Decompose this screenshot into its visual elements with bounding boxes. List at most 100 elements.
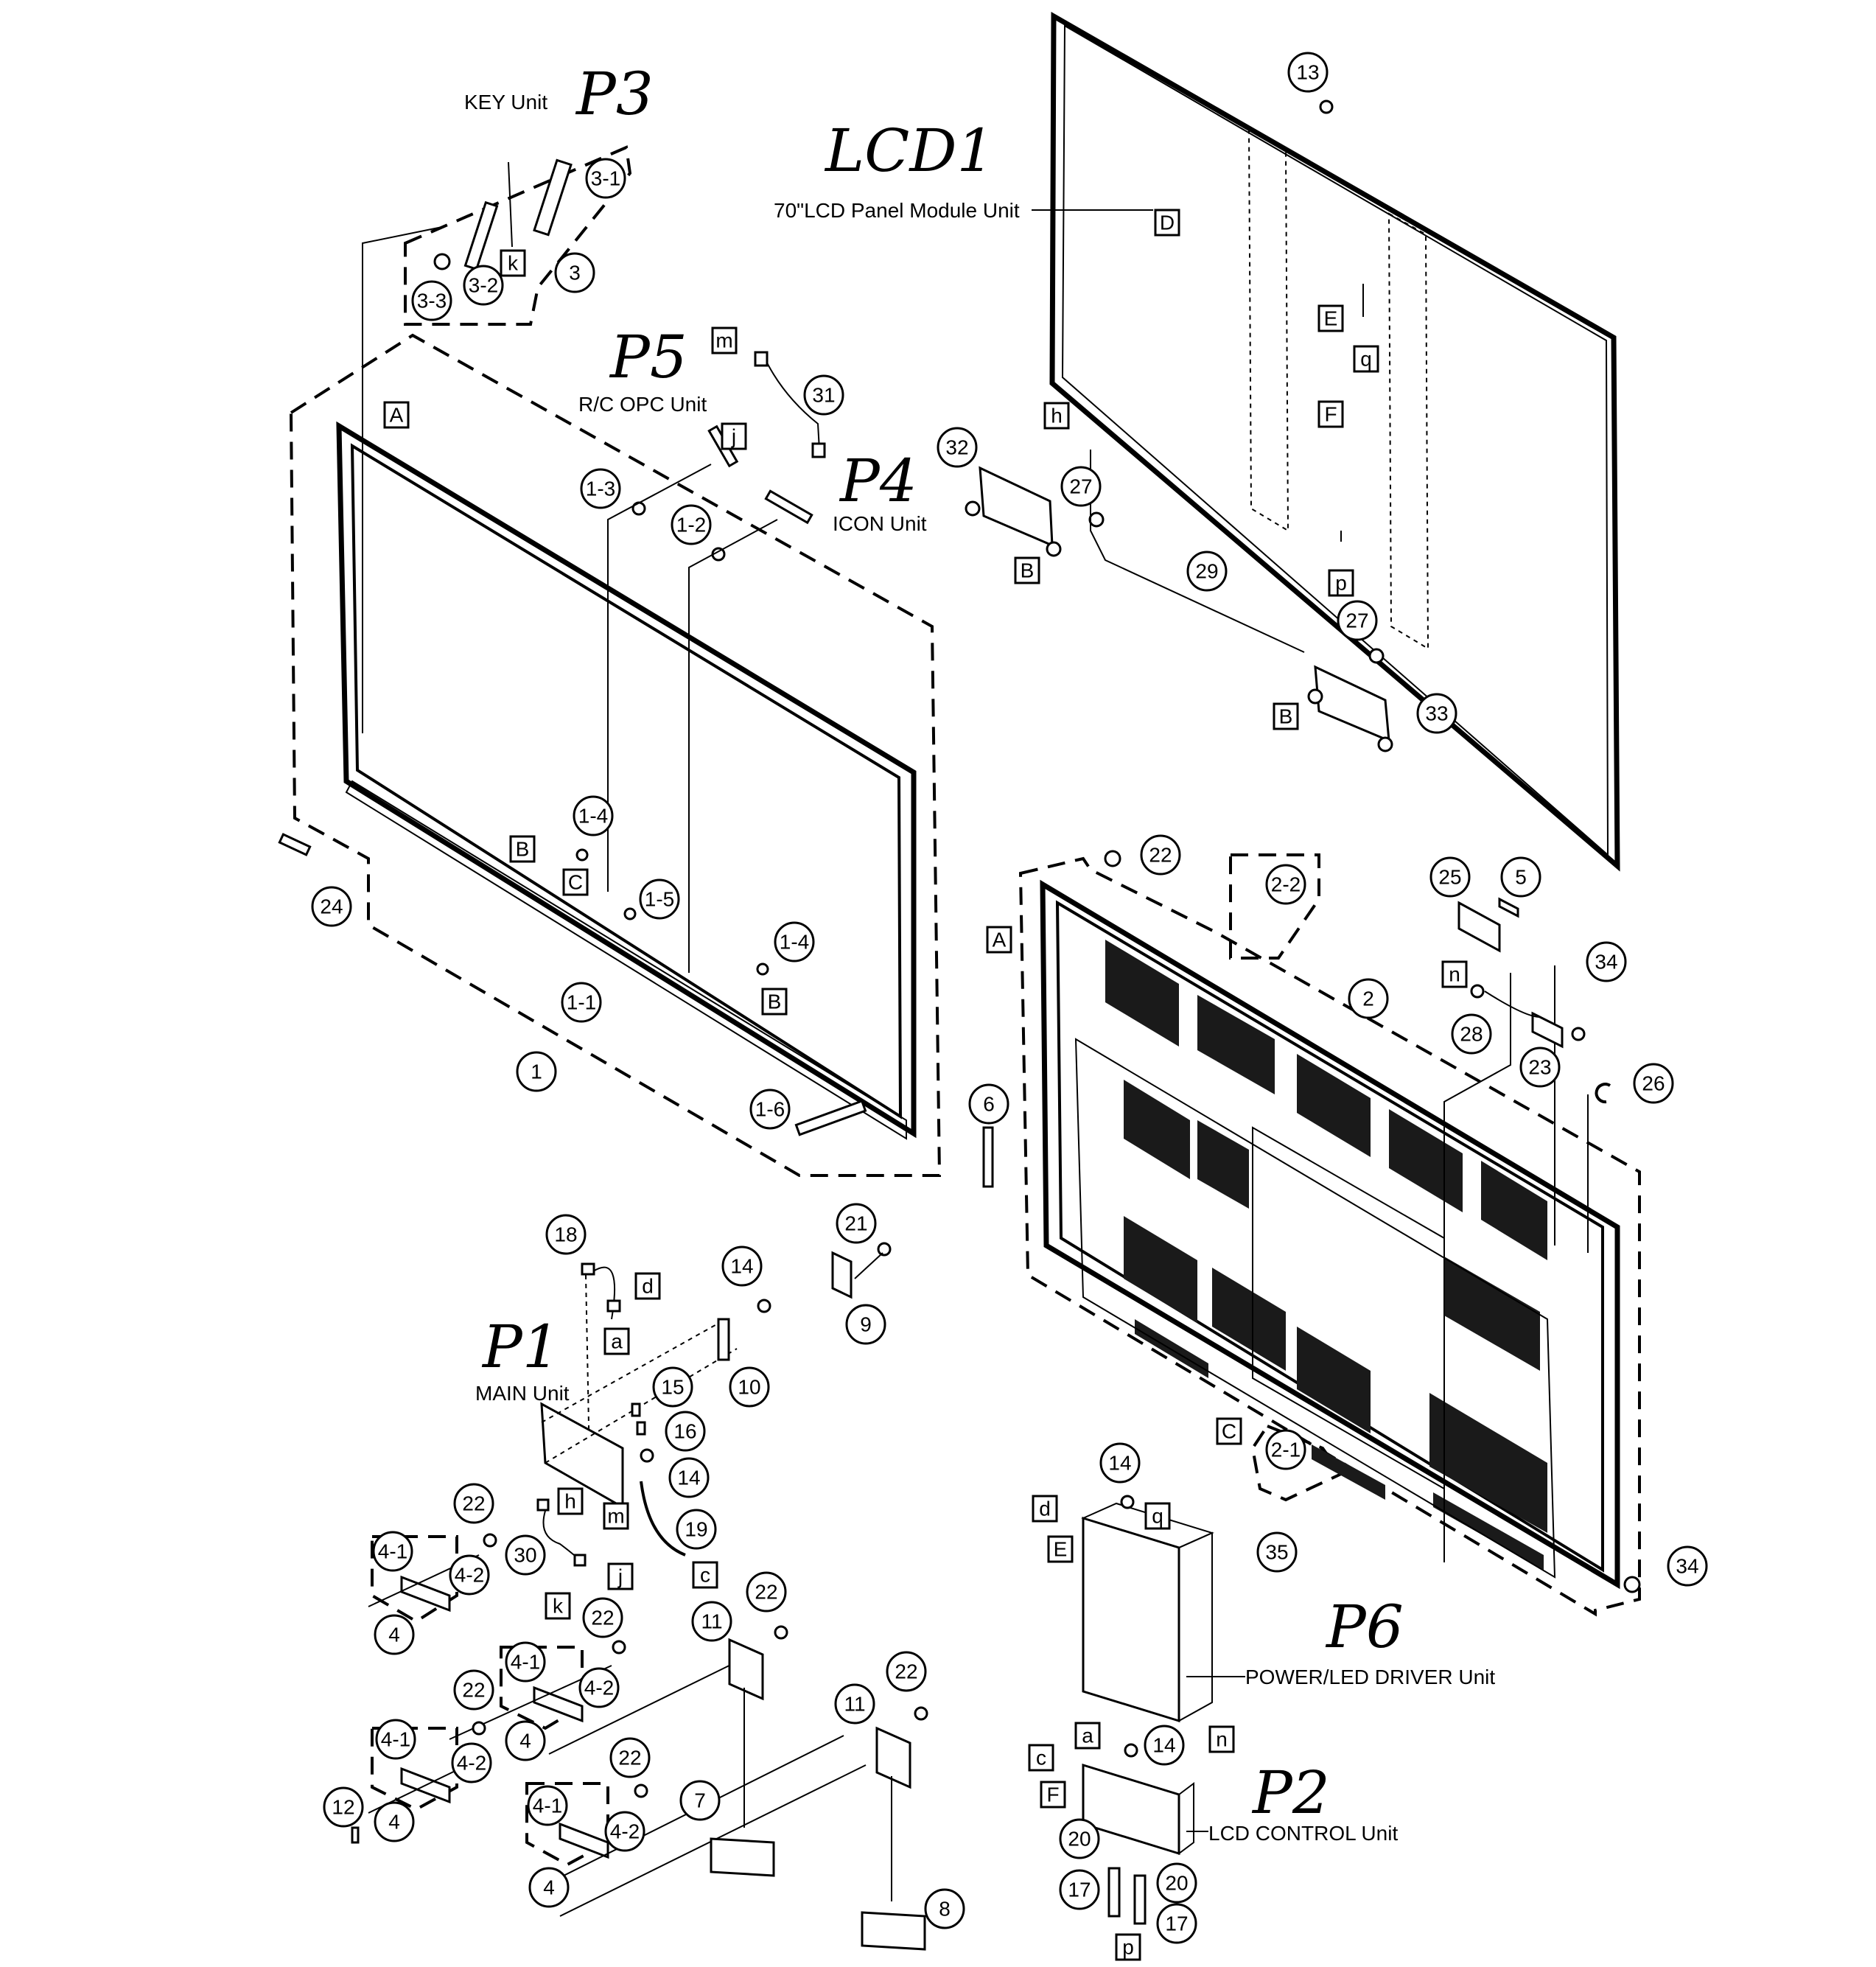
svg-text:29: 29 bbox=[1195, 560, 1218, 583]
svg-text:22: 22 bbox=[462, 1679, 485, 1702]
svg-text:34: 34 bbox=[1676, 1555, 1698, 1578]
key-unit-stem bbox=[508, 161, 513, 248]
svg-text:4-2: 4-2 bbox=[584, 1677, 614, 1699]
callout-circles: 3-1 3 3-2 3-3 13 31 1-3 1-2 32 27 29 27 … bbox=[311, 52, 1708, 1944]
callout-17a: 17 bbox=[1059, 1869, 1100, 1910]
handwritten-p3: P3 bbox=[575, 60, 654, 128]
callout-3: 3 bbox=[554, 252, 595, 293]
svg-text:14: 14 bbox=[677, 1467, 700, 1489]
callout-6: 6 bbox=[968, 1083, 1009, 1125]
svg-text:E: E bbox=[1324, 307, 1338, 330]
svg-text:m: m bbox=[607, 1505, 624, 1528]
callout-2-1: 2-1 bbox=[1265, 1429, 1306, 1470]
svg-text:7: 7 bbox=[694, 1789, 706, 1812]
callout-1-1: 1-1 bbox=[561, 982, 602, 1023]
svg-text:3-2: 3-2 bbox=[469, 274, 498, 297]
svg-text:3-1: 3-1 bbox=[591, 167, 620, 190]
label-rc-opc-unit: R/C OPC Unit bbox=[578, 393, 707, 416]
box-label-n1: n bbox=[1441, 960, 1468, 988]
callout-4-2c: 4-2 bbox=[451, 1742, 492, 1783]
box-label-a2: a bbox=[1074, 1722, 1101, 1750]
callout-25: 25 bbox=[1429, 856, 1471, 898]
box-label-C1: C bbox=[562, 868, 589, 896]
callout-2: 2 bbox=[1348, 978, 1389, 1019]
handwritten-p1: P1 bbox=[481, 1313, 560, 1381]
callout-4d: 4 bbox=[528, 1867, 570, 1908]
power-led-driver-unit-box bbox=[1082, 1516, 1180, 1723]
svg-text:4-2: 4-2 bbox=[455, 1564, 484, 1587]
svg-text:8: 8 bbox=[939, 1898, 951, 1921]
callout-22d: 22 bbox=[746, 1571, 787, 1613]
screw-1-5 bbox=[623, 907, 637, 920]
callout-4-1d: 4-1 bbox=[527, 1785, 568, 1826]
svg-text:4-1: 4-1 bbox=[381, 1728, 410, 1751]
svg-text:4-1: 4-1 bbox=[533, 1795, 562, 1817]
callout-32: 32 bbox=[937, 427, 978, 468]
label-lcd-control-unit: LCD CONTROL Unit bbox=[1208, 1822, 1398, 1845]
callout-1-3: 1-3 bbox=[580, 468, 621, 509]
bracket-32 bbox=[979, 466, 1054, 548]
box-label-C2: C bbox=[1216, 1417, 1242, 1445]
svg-text:d: d bbox=[1039, 1498, 1051, 1520]
callout-22g: 22 bbox=[609, 1737, 651, 1778]
callout-29: 29 bbox=[1186, 551, 1228, 592]
svg-text:1: 1 bbox=[531, 1061, 542, 1083]
box-label-a1: a bbox=[603, 1327, 630, 1355]
svg-text:18: 18 bbox=[554, 1223, 577, 1246]
clamp-26 bbox=[1595, 1083, 1611, 1104]
key-unit-screw-3-3 bbox=[433, 253, 451, 270]
callout-22f: 22 bbox=[886, 1651, 927, 1692]
key-unit-leader bbox=[362, 226, 443, 733]
svg-text:p: p bbox=[1122, 1936, 1134, 1959]
callout-24: 24 bbox=[311, 886, 352, 927]
badge-24 bbox=[278, 833, 312, 856]
speakers bbox=[368, 1535, 867, 1917]
callout-34b: 34 bbox=[1667, 1545, 1708, 1587]
svg-text:F: F bbox=[1046, 1783, 1059, 1806]
svg-text:F: F bbox=[1324, 403, 1337, 426]
front-cabinet-group-outline bbox=[289, 333, 942, 1177]
callout-20b: 20 bbox=[1156, 1862, 1197, 1904]
svg-text:4-2: 4-2 bbox=[457, 1752, 486, 1775]
rear-cabinet-group-outline bbox=[1018, 856, 1641, 1617]
svg-text:4: 4 bbox=[519, 1730, 531, 1753]
rear-grilles bbox=[1105, 940, 1547, 1570]
callout-14a: 14 bbox=[721, 1245, 763, 1287]
callout-34a: 34 bbox=[1586, 941, 1627, 982]
svg-text:4: 4 bbox=[388, 1811, 400, 1834]
callout-14c: 14 bbox=[1099, 1442, 1141, 1484]
svg-text:12: 12 bbox=[332, 1796, 354, 1819]
svg-text:21: 21 bbox=[844, 1212, 867, 1235]
callout-27a: 27 bbox=[1060, 466, 1102, 507]
svg-text:1-4: 1-4 bbox=[578, 805, 608, 828]
callout-1-4b: 1-4 bbox=[774, 921, 815, 962]
svg-text:2: 2 bbox=[1362, 988, 1374, 1010]
callout-10: 10 bbox=[729, 1366, 770, 1408]
lcd-panel-frame bbox=[1049, 11, 1620, 872]
svg-text:h: h bbox=[564, 1490, 576, 1513]
callout-28: 28 bbox=[1451, 1013, 1492, 1055]
callout-33: 33 bbox=[1416, 693, 1457, 734]
box-label-B3: B bbox=[509, 835, 536, 863]
box-label-k1: k bbox=[500, 249, 526, 277]
callout-23: 23 bbox=[1519, 1047, 1561, 1088]
svg-text:22: 22 bbox=[618, 1747, 641, 1769]
label-key-unit: KEY Unit bbox=[464, 91, 547, 113]
box-label-A1: A bbox=[383, 401, 410, 429]
callout-12: 12 bbox=[323, 1786, 364, 1828]
key-unit-group-outline bbox=[404, 145, 632, 326]
svg-text:4: 4 bbox=[543, 1876, 555, 1899]
callout-4-2a: 4-2 bbox=[449, 1554, 490, 1596]
box-label-c1: c bbox=[692, 1561, 718, 1589]
svg-text:22: 22 bbox=[591, 1607, 614, 1629]
bracket-11b bbox=[875, 1726, 911, 1789]
box-label-m1: m bbox=[711, 326, 738, 354]
handwritten-p5: P5 bbox=[609, 323, 687, 391]
cable-19 bbox=[640, 1481, 686, 1557]
svg-text:B: B bbox=[516, 838, 530, 861]
bracket-11a bbox=[728, 1638, 764, 1701]
callout-22c: 22 bbox=[582, 1597, 623, 1638]
svg-text:q: q bbox=[1360, 348, 1372, 371]
callout-8: 8 bbox=[924, 1888, 965, 1929]
svg-text:14: 14 bbox=[1108, 1452, 1131, 1475]
